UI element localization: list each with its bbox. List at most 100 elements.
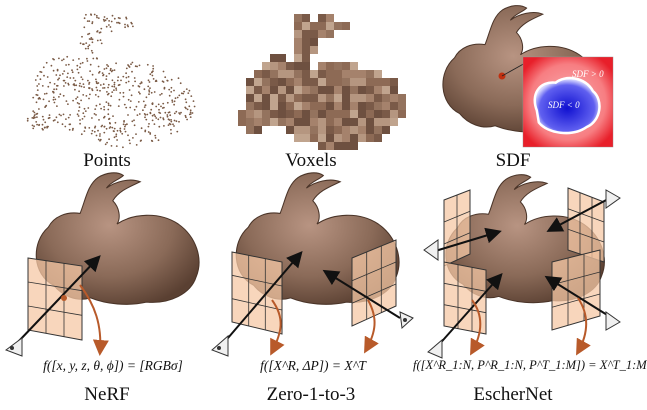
voxel <box>318 142 326 150</box>
point <box>55 88 58 91</box>
voxel <box>302 110 310 118</box>
point <box>115 89 118 91</box>
point <box>168 111 171 114</box>
voxel <box>334 22 342 30</box>
voxel <box>294 102 302 110</box>
point <box>149 87 151 89</box>
voxel <box>382 110 390 118</box>
point <box>67 103 69 105</box>
point <box>96 89 99 92</box>
point <box>170 86 173 89</box>
voxel <box>302 134 310 142</box>
point <box>184 106 187 109</box>
point <box>168 88 171 91</box>
point <box>154 115 157 118</box>
point <box>67 63 70 66</box>
point <box>108 24 110 26</box>
voxel <box>318 62 326 70</box>
point <box>72 99 74 102</box>
point <box>63 85 65 87</box>
point <box>107 86 109 89</box>
nerf-formula-text: f([x, y, z, θ, ϕ]) = [RGBσ] <box>43 358 183 373</box>
point <box>74 79 77 82</box>
point <box>78 102 80 105</box>
escher-camera-icon-3 <box>427 338 443 359</box>
point <box>49 81 51 84</box>
point <box>42 66 45 69</box>
point <box>91 41 94 44</box>
point <box>90 132 93 135</box>
point <box>107 108 110 111</box>
point <box>32 96 35 99</box>
point <box>59 74 61 77</box>
point <box>83 17 86 20</box>
escher-plane-bottom-right <box>551 249 601 331</box>
voxel <box>262 78 270 86</box>
point <box>117 76 120 78</box>
voxel <box>390 78 398 86</box>
point <box>97 138 100 141</box>
voxel <box>342 86 350 94</box>
point <box>53 58 55 61</box>
point <box>35 93 38 96</box>
point <box>155 79 158 82</box>
point <box>135 105 138 108</box>
voxel <box>350 110 358 118</box>
point <box>43 126 46 129</box>
point <box>76 113 79 116</box>
point <box>39 78 42 81</box>
point <box>127 134 129 137</box>
point <box>189 109 192 112</box>
point <box>162 117 165 119</box>
point <box>107 113 110 116</box>
point <box>26 117 29 120</box>
point <box>81 118 84 120</box>
point <box>187 92 190 94</box>
point <box>105 25 108 28</box>
voxel <box>326 118 334 126</box>
voxel <box>286 126 294 134</box>
point <box>44 105 47 108</box>
point <box>138 113 141 115</box>
escher-ray-bottom-left <box>435 273 503 349</box>
point <box>127 64 129 66</box>
point <box>186 108 189 111</box>
point <box>45 61 48 64</box>
voxel <box>302 30 310 38</box>
voxel <box>262 62 270 70</box>
voxel <box>342 142 350 150</box>
voxels-panel <box>238 14 406 150</box>
point <box>61 123 64 126</box>
point <box>113 69 116 71</box>
point <box>115 133 118 136</box>
point <box>56 84 59 87</box>
point <box>184 98 187 101</box>
voxel <box>374 126 382 134</box>
point <box>88 20 91 22</box>
point <box>127 98 130 101</box>
voxel <box>302 126 310 134</box>
voxel <box>350 94 358 102</box>
point <box>121 132 124 135</box>
point <box>91 117 93 119</box>
voxel <box>318 134 326 142</box>
point <box>42 128 44 131</box>
voxel <box>254 118 262 126</box>
point <box>83 130 86 133</box>
point <box>173 89 175 92</box>
voxel <box>358 134 366 142</box>
point <box>127 75 130 78</box>
point <box>88 81 91 84</box>
point <box>85 42 88 44</box>
voxel <box>254 86 262 94</box>
point <box>148 93 150 96</box>
point <box>35 121 38 123</box>
voxel <box>374 134 382 142</box>
point <box>78 106 81 109</box>
voxel <box>246 118 254 126</box>
voxel <box>342 62 350 70</box>
voxel <box>318 86 326 94</box>
point <box>89 63 92 66</box>
point <box>111 14 114 17</box>
point <box>186 118 189 121</box>
